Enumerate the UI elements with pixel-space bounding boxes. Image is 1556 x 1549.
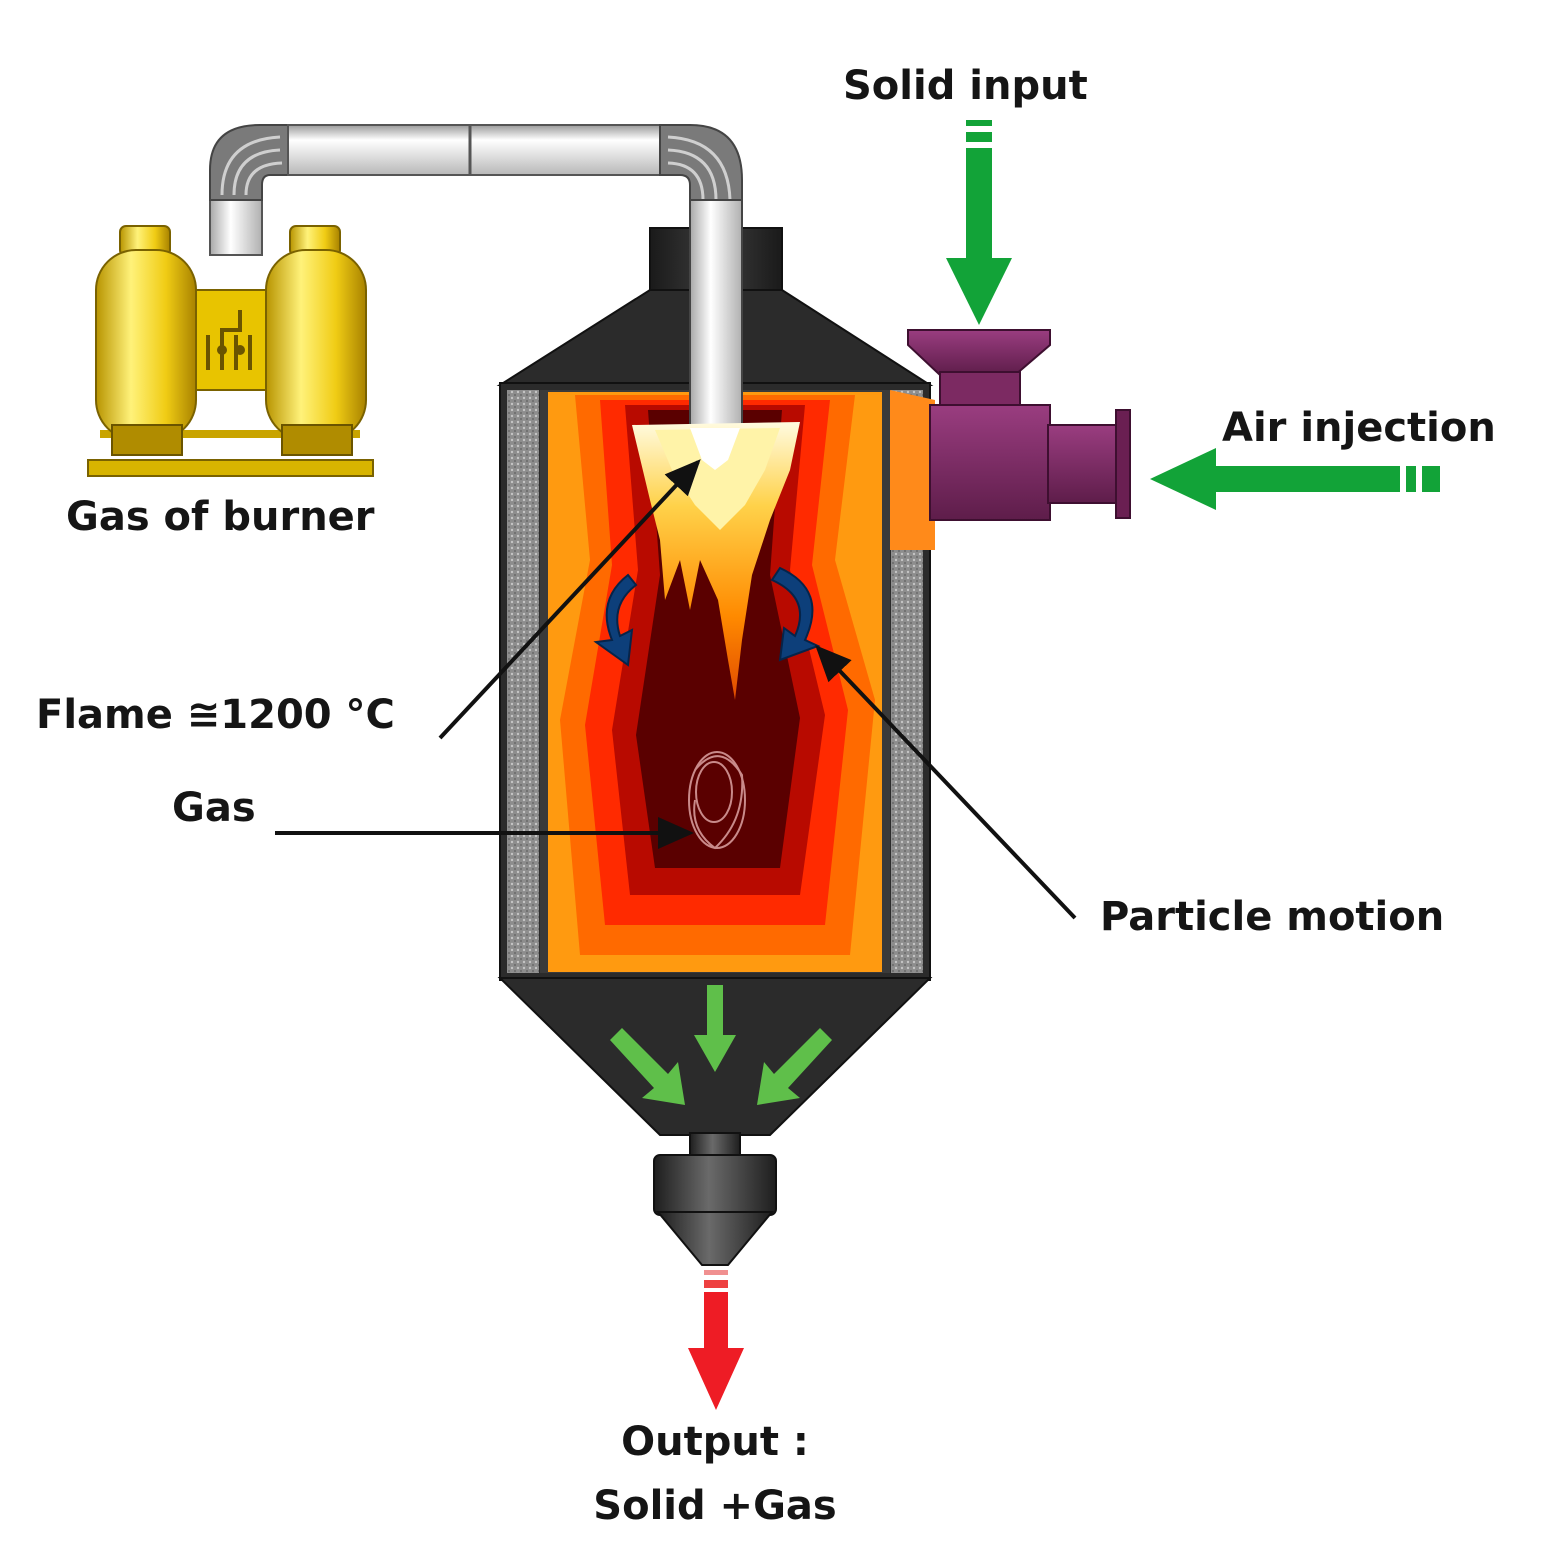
burner-nozzle — [689, 199, 743, 426]
gas-bubble-icon — [688, 751, 746, 850]
swirl-arrow-icon — [593, 566, 821, 667]
air-injection-label: Air injection — [1222, 405, 1496, 451]
gas-of-burner-label: Gas of burner — [66, 494, 375, 540]
output-arrow — [688, 1270, 744, 1410]
solid-input-arrow — [946, 120, 1012, 325]
solid-input-label: Solid input — [843, 63, 1088, 109]
particle-motion-label: Particle motion — [1100, 894, 1445, 940]
burner-pipe — [209, 124, 743, 256]
particle-motion-pointer — [815, 645, 1077, 920]
flow-arrow-icon — [610, 985, 832, 1105]
gas-tank-icon — [87, 225, 374, 477]
output-label-line1: Output : — [621, 1419, 809, 1465]
output-label-line2: Solid +Gas — [593, 1483, 837, 1529]
feed-hopper-icon — [907, 329, 1131, 521]
pointer-lines — [275, 459, 1077, 920]
flame-label: Flame ≅1200 °C — [36, 692, 395, 738]
air-injection-arrow — [1150, 448, 1440, 510]
gas-label: Gas — [172, 785, 256, 831]
flame-pointer — [438, 459, 701, 740]
output-label: Output : Solid +Gas — [560, 1410, 870, 1538]
